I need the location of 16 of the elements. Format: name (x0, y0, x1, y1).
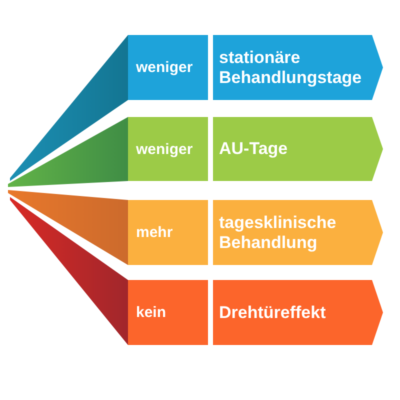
outcome-text: AU-Tage (219, 139, 288, 159)
outcome-text: Drehtüreffekt (219, 302, 326, 322)
qualifier-text: mehr (136, 224, 173, 241)
arrow-banner (213, 280, 383, 345)
outcome-text: stationäre Behandlungstage (219, 48, 363, 88)
qualifier-panel (128, 200, 208, 265)
arrow-banner (213, 35, 383, 100)
outcome-text: tagesklinische Behandlung (219, 212, 338, 252)
qualifier-panel (128, 117, 208, 181)
qualifier-text: kein (136, 304, 166, 321)
qualifier-text: weniger (136, 140, 193, 158)
arrow-banner (213, 117, 383, 181)
arrow-banner (213, 200, 383, 265)
qualifier-panel (128, 35, 208, 100)
qualifier-panel (128, 280, 208, 345)
qualifier-text: weniger (136, 59, 193, 76)
